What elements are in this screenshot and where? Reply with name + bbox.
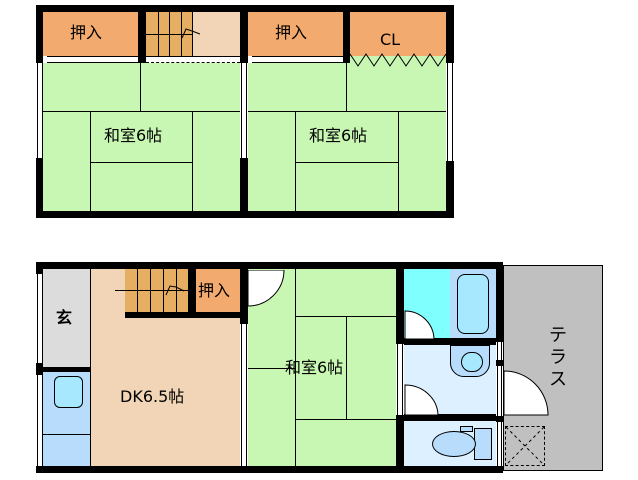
wall [125, 312, 240, 318]
toilet-lid [460, 426, 473, 432]
sliding-door [397, 344, 403, 415]
closet-2f-right [248, 12, 343, 56]
basin-bowl [461, 352, 483, 372]
toilet-tank-icon [474, 428, 492, 460]
dk-label: DK6.5帖 [120, 387, 185, 406]
wall [446, 161, 454, 218]
toilet-bowl-icon [432, 431, 476, 457]
window [497, 342, 502, 360]
cl-floor-strip [350, 56, 446, 64]
wall [240, 262, 248, 324]
wall [36, 5, 43, 63]
wall [36, 158, 43, 218]
wall [36, 262, 43, 274]
room-2f-left-label: 和室6帖 [104, 126, 163, 145]
wall [496, 262, 503, 342]
outdoor-unit [505, 426, 545, 466]
stair-arrow-icon [165, 285, 185, 296]
door-swing-icon [404, 310, 435, 340]
wall [240, 158, 248, 218]
closet-2f-right-label: 押入 [275, 23, 308, 42]
entrance-label: 玄 [56, 308, 73, 327]
closet-2f-left-label: 押入 [70, 23, 103, 42]
wall [43, 367, 91, 372]
closet-2f-left [43, 12, 138, 56]
tatami-room-2f-right [248, 63, 446, 211]
wall [36, 262, 503, 269]
room-1f-label: 和室6帖 [285, 358, 344, 377]
tatami-room-2f-left [43, 63, 240, 211]
wall [404, 414, 496, 421]
window [497, 422, 502, 466]
window [37, 375, 43, 466]
cl-closet [350, 12, 446, 60]
terrace-label: テラス [549, 325, 567, 390]
outdoor-unit-cross-icon [506, 427, 544, 465]
sliding-door [241, 324, 247, 466]
window [447, 63, 453, 161]
accordion-door-icon [350, 53, 446, 67]
window [37, 63, 43, 158]
terrace-door [497, 366, 502, 416]
stair-edge [146, 56, 240, 63]
wall [446, 5, 454, 63]
bathtub-icon [457, 274, 489, 334]
wall [496, 360, 503, 366]
door-swing-icon [248, 270, 285, 307]
entrance [43, 269, 91, 367]
wall [396, 262, 404, 344]
tatami-room-1f [248, 269, 396, 466]
closet-1f-label: 押入 [198, 281, 231, 300]
window [37, 274, 43, 363]
closet-door [47, 56, 138, 63]
closet-door [252, 56, 343, 63]
wall [138, 5, 146, 63]
wall [240, 5, 248, 63]
sink-icon [54, 376, 83, 408]
wall [396, 415, 404, 473]
closet-1f [196, 269, 240, 312]
wall [404, 338, 496, 345]
wall [36, 363, 43, 375]
sliding-door [241, 63, 247, 158]
room-2f-right-label: 和室6帖 [309, 126, 368, 145]
terrace [503, 265, 603, 471]
stair-arrow-icon [181, 28, 201, 39]
wall [36, 466, 503, 473]
wall [496, 416, 503, 422]
terrace-door-swing-icon [503, 370, 549, 416]
door-swing-icon [404, 384, 439, 416]
wall [188, 262, 196, 312]
cl-label: CL [380, 30, 401, 49]
wall [343, 5, 350, 63]
